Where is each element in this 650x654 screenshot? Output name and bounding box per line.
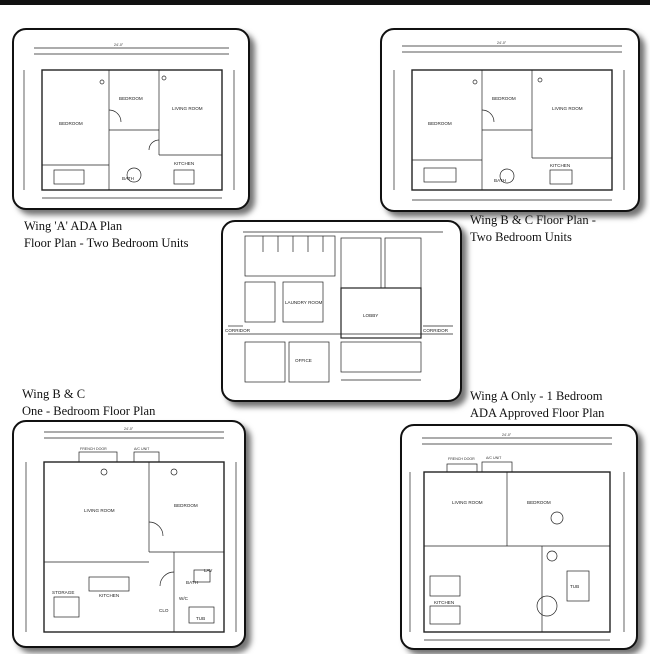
plan-card-lobby-corridor[interactable]: LOBBY LAUNDRY ROOM OFFICE CORRIDOR CORRI… <box>221 220 462 402</box>
room-label: KITCHEN <box>434 600 454 605</box>
caption-wing-a-one-bedroom: Wing A Only - 1 Bedroom ADA Approved Flo… <box>470 389 605 420</box>
dimension-label: 24'-0" <box>502 433 512 437</box>
room-label: LOBBY <box>363 313 378 318</box>
room-label: LIVING ROOM <box>452 500 483 505</box>
plan-note: FRENCH DOOR <box>80 447 107 451</box>
room-label: BEDROOM <box>492 96 516 101</box>
room-label: CLO <box>159 608 169 613</box>
plan-card-wing-a-ada-two-bedroom[interactable]: BEDROOM BEDROOM LIVING ROOM KITCHEN BATH… <box>12 28 250 210</box>
room-label: W/C <box>179 596 189 601</box>
room-label: TUB <box>570 584 579 589</box>
floor-plan-drawing: LIVING ROOM BEDROOM KITCHEN TUB FRENCH D… <box>409 433 625 641</box>
room-label: BEDROOM <box>527 500 551 505</box>
plan-card-wing-bc-one-bedroom[interactable]: LIVING ROOM BEDROOM KITCHEN STORAGE BATH… <box>12 420 246 648</box>
room-label: BEDROOM <box>119 96 143 101</box>
room-label: LIVING ROOM <box>552 106 583 111</box>
dimension-label: 24'-0" <box>497 41 507 45</box>
room-label: BEDROOM <box>428 121 452 126</box>
room-label: KITCHEN <box>174 161 194 166</box>
caption-wing-a-ada: Wing 'A' ADA Plan Floor Plan - Two Bedro… <box>24 219 189 250</box>
dimension-label: 24'-0" <box>114 43 124 47</box>
room-label: STORAGE <box>52 590 74 595</box>
dimension-label: 24'-0" <box>124 427 134 431</box>
room-label: BEDROOM <box>59 121 83 126</box>
room-label: LIVING ROOM <box>172 106 203 111</box>
caption-wing-bc-two-bedroom: Wing B & C Floor Plan - Two Bedroom Unit… <box>470 213 596 244</box>
room-label: LAV <box>204 568 213 573</box>
room-label: KITCHEN <box>550 163 570 168</box>
room-label: LIVING ROOM <box>84 508 115 513</box>
room-label: LAUNDRY ROOM <box>285 300 323 305</box>
floor-plan-drawing: LOBBY LAUNDRY ROOM OFFICE CORRIDOR CORRI… <box>225 231 453 383</box>
caption-wing-bc-one-bedroom: Wing B & C One - Bedroom Floor Plan <box>22 387 156 418</box>
room-label: BATH <box>122 176 134 181</box>
room-label: TUB <box>196 616 205 621</box>
floor-plan-drawing: BEDROOM BEDROOM LIVING ROOM KITCHEN BATH… <box>23 43 235 199</box>
room-label: BATH <box>494 178 506 183</box>
plan-card-wing-a-one-bedroom-ada[interactable]: LIVING ROOM BEDROOM KITCHEN TUB FRENCH D… <box>400 424 638 650</box>
room-label: CORRIDOR <box>423 328 449 333</box>
plan-note: FRENCH DOOR <box>448 457 475 461</box>
plan-note: A/C UNIT <box>486 456 502 460</box>
room-label: BATH <box>186 580 198 585</box>
room-label: OFFICE <box>295 358 312 363</box>
top-border-bar <box>0 0 650 5</box>
plan-card-wing-bc-two-bedroom[interactable]: BEDROOM BEDROOM LIVING ROOM KITCHEN BATH… <box>380 28 640 212</box>
floor-plan-drawing: BEDROOM BEDROOM LIVING ROOM KITCHEN BATH… <box>393 41 625 201</box>
room-label: CORRIDOR <box>225 328 251 333</box>
floor-plan-drawing: LIVING ROOM BEDROOM KITCHEN STORAGE BATH… <box>25 427 237 633</box>
room-label: KITCHEN <box>99 593 119 598</box>
room-label: BEDROOM <box>174 503 198 508</box>
plan-note: A/C UNIT <box>134 447 150 451</box>
